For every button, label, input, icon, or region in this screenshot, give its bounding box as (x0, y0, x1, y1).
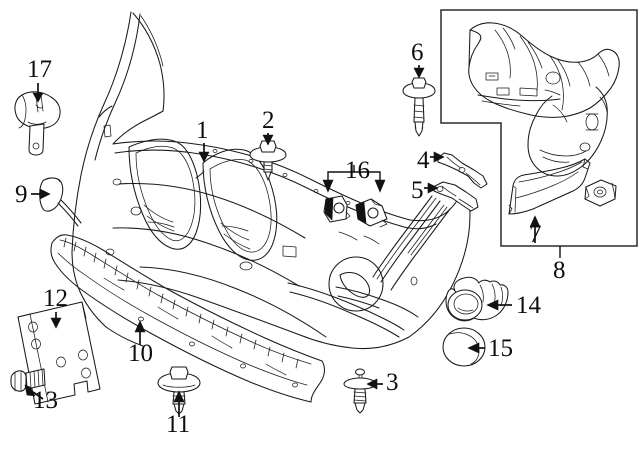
callout-label-15: 15 (488, 335, 513, 362)
callout-label-5: 5 (411, 177, 424, 204)
energy-absorber-bracket (468, 22, 620, 177)
callout-label-2: 2 (262, 107, 275, 134)
parking-sensor (14, 91, 61, 156)
callout-label-14: 14 (516, 292, 541, 319)
inner-trim-panel (508, 158, 591, 215)
callout-label-3: 3 (386, 369, 399, 396)
callout-label-13: 13 (33, 387, 58, 414)
inset-assembly-box (440, 9, 638, 247)
callout-label-11: 11 (166, 411, 191, 438)
callout-label-8: 8 (553, 257, 566, 284)
callout-label-1: 1 (196, 117, 209, 144)
lower-valance-spoiler (50, 234, 325, 403)
round-cap (442, 327, 486, 367)
callout-label-10: 10 (128, 340, 153, 367)
bracket-right-small (437, 152, 488, 189)
callout-label-12: 12 (43, 285, 68, 312)
callout-label-4: 4 (417, 147, 430, 174)
tow-eye-cover (39, 177, 82, 227)
callout-label-6: 6 (411, 39, 424, 66)
bracket-left-small (372, 181, 479, 291)
flange-bolt-upper (249, 140, 287, 181)
retainer-nut (584, 179, 617, 207)
push-rivet (343, 368, 377, 414)
callout-label-9: 9 (15, 181, 28, 208)
callout-label-17: 17 (27, 56, 52, 83)
fog-lamp-housing (445, 276, 509, 322)
callout-leaders (24, 65, 561, 417)
hex-bolt (10, 368, 46, 392)
long-flange-bolt (402, 77, 436, 137)
retainer-clips-pair (323, 195, 388, 228)
callout-label-7: 7 (529, 221, 542, 248)
callout-label-16: 16 (345, 157, 370, 184)
